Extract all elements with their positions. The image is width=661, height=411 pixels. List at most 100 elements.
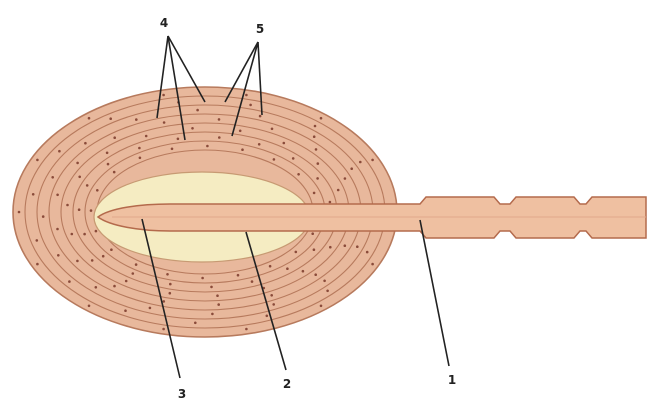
capsule-cell-dot bbox=[251, 280, 254, 283]
capsule-cell-dot bbox=[196, 109, 199, 112]
capsule-cell-dot bbox=[36, 159, 39, 162]
capsule-cell-dot bbox=[350, 167, 353, 170]
capsule-cell-dot bbox=[194, 322, 197, 325]
capsule-cell-dot bbox=[216, 294, 219, 297]
capsule-cell-dot bbox=[272, 303, 275, 306]
capsule-cell-dot bbox=[211, 313, 214, 316]
capsule-cell-dot bbox=[259, 115, 262, 118]
capsule-cell-dot bbox=[273, 158, 276, 161]
capsule-cell-dot bbox=[314, 273, 317, 276]
capsule-cell-dot bbox=[91, 259, 94, 262]
capsule-cell-dot bbox=[166, 273, 169, 276]
capsule-cell-dot bbox=[323, 280, 326, 283]
capsule-cell-dot bbox=[201, 277, 204, 280]
capsule-cell-dot bbox=[106, 152, 109, 155]
capsule-cell-dot bbox=[218, 118, 221, 121]
capsule-cell-dot bbox=[329, 201, 332, 204]
capsule-cell-dot bbox=[107, 163, 110, 166]
capsule-cell-dot bbox=[266, 315, 269, 318]
capsule-cell-dot bbox=[135, 263, 138, 266]
capsule-cell-dot bbox=[139, 157, 142, 160]
capsule-cell-dot bbox=[326, 290, 329, 293]
capsule-cell-dot bbox=[163, 121, 166, 124]
capsule-cell-dot bbox=[169, 283, 172, 286]
capsule-cell-dot bbox=[163, 300, 166, 303]
capsule-cell-dot bbox=[210, 286, 213, 289]
capsule-cell-dot bbox=[292, 157, 295, 160]
capsule-cell-dot bbox=[314, 125, 317, 128]
capsule-cell-dot bbox=[241, 148, 244, 151]
capsule-cell-dot bbox=[313, 135, 316, 138]
capsule-cell-dot bbox=[245, 328, 248, 331]
capsule-cell-dot bbox=[337, 189, 340, 192]
capsule-cell-dot bbox=[36, 239, 39, 242]
capsule-cell-dot bbox=[125, 280, 128, 283]
capsule-cell-dot bbox=[113, 171, 116, 174]
label-5: 5 bbox=[256, 22, 264, 36]
pointer-1 bbox=[420, 220, 449, 366]
capsule-cell-dot bbox=[269, 265, 272, 268]
label-4: 4 bbox=[160, 16, 168, 30]
capsule-cell-dot bbox=[57, 254, 60, 257]
capsule-cell-dot bbox=[237, 274, 240, 277]
capsule-cell-dot bbox=[239, 130, 242, 133]
capsule-cell-dot bbox=[76, 260, 79, 263]
label-1: 1 bbox=[448, 373, 456, 387]
capsule-cell-dot bbox=[18, 211, 21, 214]
capsule-cell-dot bbox=[32, 193, 35, 196]
capsule-cell-dot bbox=[96, 189, 99, 192]
capsule-cell-dot bbox=[83, 233, 86, 236]
capsule-cell-dot bbox=[171, 148, 174, 151]
capsule-cell-dot bbox=[132, 272, 135, 275]
capsule-cell-dot bbox=[162, 94, 165, 97]
capsule-cell-dot bbox=[315, 148, 318, 151]
capsule-cell-dot bbox=[302, 270, 305, 273]
capsule-cell-dot bbox=[86, 184, 89, 187]
capsule-cell-dot bbox=[90, 209, 93, 212]
capsule-cell-dot bbox=[177, 138, 180, 141]
capsule-cell-dot bbox=[191, 127, 194, 130]
capsule-cell-dot bbox=[286, 267, 289, 270]
capsule-cell-dot bbox=[58, 150, 61, 153]
capsule-cell-dot bbox=[329, 246, 332, 249]
capsule-cell-dot bbox=[206, 145, 209, 148]
label-3: 3 bbox=[178, 387, 186, 401]
capsule-cell-dot bbox=[36, 263, 39, 266]
capsule-cell-dot bbox=[66, 204, 69, 207]
capsule-cell-dot bbox=[124, 309, 127, 312]
capsule-cell-dot bbox=[371, 159, 374, 162]
capsule-cell-dot bbox=[258, 143, 261, 146]
capsule-cell-dot bbox=[297, 173, 300, 176]
capsule-cell-dot bbox=[51, 176, 54, 179]
capsule-cell-dot bbox=[320, 305, 323, 308]
capsule-cell-dot bbox=[283, 142, 286, 145]
capsule-cell-dot bbox=[359, 161, 362, 164]
label-2: 2 bbox=[283, 377, 291, 391]
capsule-cell-dot bbox=[162, 328, 165, 331]
capsule-cell-dot bbox=[110, 248, 113, 251]
capsule-cell-dot bbox=[356, 245, 359, 248]
capsule-cell-dot bbox=[71, 233, 74, 236]
capsule-cell-dot bbox=[271, 128, 274, 131]
capsule-cell-dot bbox=[245, 94, 248, 97]
capsule-cell-dot bbox=[145, 135, 148, 138]
capsule-cell-dot bbox=[138, 147, 141, 150]
capsule-cell-dot bbox=[371, 263, 374, 266]
capsule-cell-dot bbox=[88, 117, 91, 120]
capsule-cell-dot bbox=[95, 286, 98, 289]
capsule-cell-dot bbox=[316, 177, 319, 180]
capsule-cell-dot bbox=[217, 303, 220, 306]
capsule-cell-dot bbox=[109, 117, 112, 120]
capsule-cell-dot bbox=[113, 285, 116, 288]
capsule-cell-dot bbox=[135, 118, 138, 121]
capsule-cell-dot bbox=[113, 136, 116, 139]
capsule-cell-dot bbox=[56, 228, 59, 231]
capsule-cell-dot bbox=[149, 307, 152, 310]
capsule-cell-dot bbox=[76, 162, 79, 165]
capsule-cell-dot bbox=[344, 177, 347, 180]
capsule-cell-dot bbox=[56, 194, 59, 197]
capsule-cell-dot bbox=[344, 244, 347, 247]
capsule-cell-dot bbox=[366, 251, 369, 254]
capsule-cell-dot bbox=[169, 292, 172, 295]
